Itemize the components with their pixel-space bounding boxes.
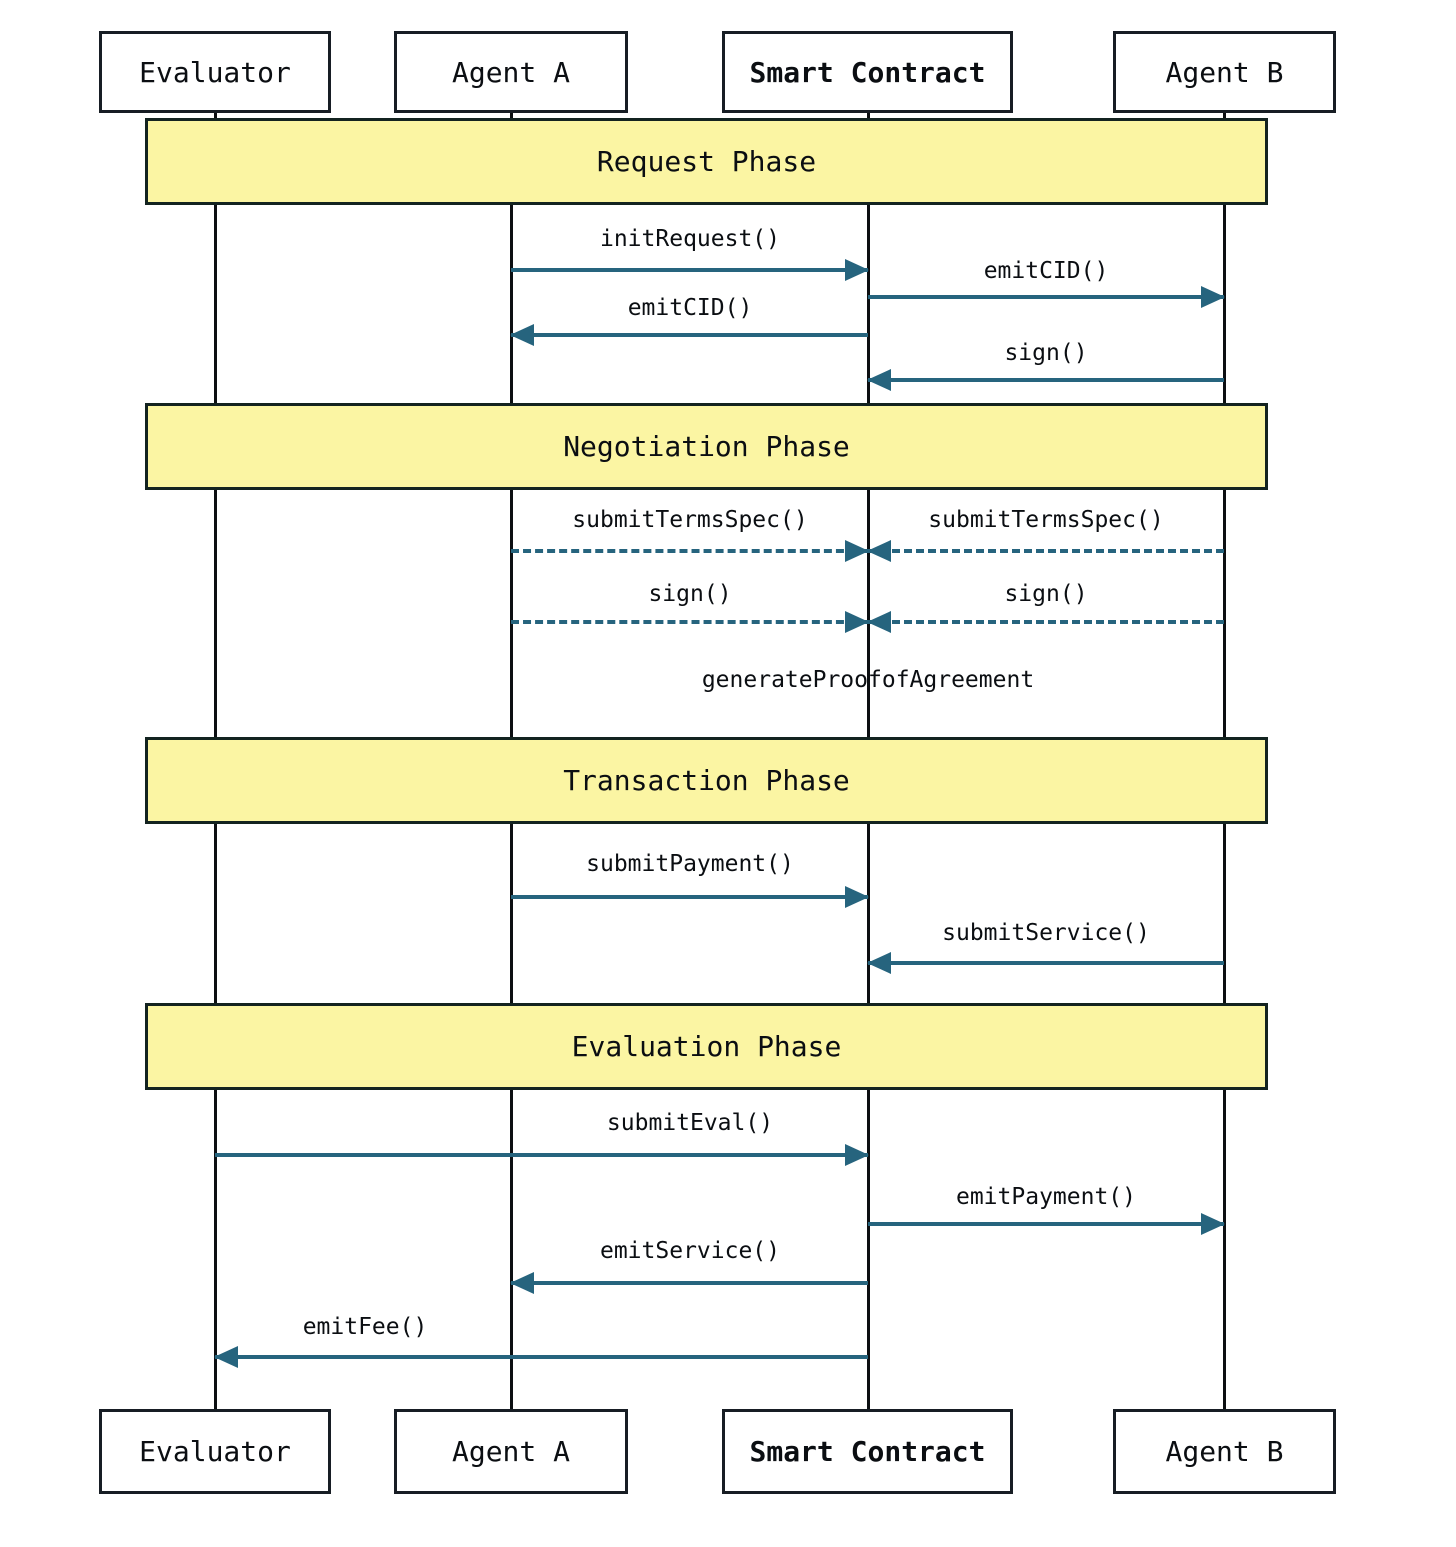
message-label-sign-negotiation-a: sign() xyxy=(648,581,732,607)
message-arrow-initrequest xyxy=(511,259,869,281)
phase-label: Transaction Phase xyxy=(563,764,850,797)
message-label-sign-request: sign() xyxy=(1004,340,1088,366)
actor-box-smart-contract-top: Smart Contract xyxy=(722,31,1013,113)
message-label-sign-negotiation-b: sign() xyxy=(1004,581,1088,607)
arrow-line xyxy=(868,961,1224,965)
arrow-line xyxy=(511,549,868,553)
message-label-emitcid-to-b: emitCID() xyxy=(983,258,1109,284)
message-arrow-submitservice xyxy=(867,952,1224,974)
actor-box-agent-b-top: Agent B xyxy=(1113,31,1336,113)
arrow-line xyxy=(511,268,868,272)
message-label-submittermsspec-a: submitTermsSpec() xyxy=(572,507,808,533)
message-label-initrequest: initRequest() xyxy=(599,226,780,252)
message-arrow-emitfee xyxy=(214,1346,868,1368)
arrowhead-left-icon xyxy=(867,611,891,633)
arrowhead-right-icon xyxy=(1201,1213,1225,1235)
arrow-line xyxy=(511,620,868,624)
arrow-line xyxy=(215,1355,868,1359)
actor-label: Agent A xyxy=(451,1435,570,1468)
arrowhead-left-icon xyxy=(867,540,891,562)
arrowhead-right-icon xyxy=(845,1144,869,1166)
phase-label: Evaluation Phase xyxy=(571,1030,842,1063)
arrowhead-left-icon xyxy=(510,324,534,346)
message-arrow-submittermsspec-a xyxy=(511,540,869,562)
message-label-submitpayment: submitPayment() xyxy=(586,851,794,877)
message-arrow-sign-request xyxy=(867,369,1224,391)
phase-band-transaction: Transaction Phase xyxy=(145,737,1268,824)
arrowhead-left-icon xyxy=(510,1272,534,1294)
actor-label: Agent B xyxy=(1165,55,1284,89)
actor-label: Smart Contract xyxy=(749,55,986,89)
message-label-submiteval: submitEval() xyxy=(606,1110,774,1136)
actor-label: Smart Contract xyxy=(749,1435,986,1468)
arrowhead-left-icon xyxy=(214,1346,238,1368)
actor-box-agent-a-bottom: Agent A xyxy=(394,1409,628,1494)
message-arrow-submitpayment xyxy=(511,886,869,908)
arrow-line xyxy=(868,549,1224,553)
arrowhead-right-icon xyxy=(845,611,869,633)
phase-band-request: Request Phase xyxy=(145,118,1268,205)
phase-label: Negotiation Phase xyxy=(563,430,850,463)
message-label-emitpayment: emitPayment() xyxy=(955,1184,1136,1210)
message-label-submittermsspec-b: submitTermsSpec() xyxy=(928,507,1164,533)
actor-box-agent-b-bottom: Agent B xyxy=(1113,1409,1336,1494)
actor-label: Evaluator xyxy=(139,1435,291,1468)
message-arrow-emitcid-to-a xyxy=(510,324,868,346)
self-action-label: generateProofofAgreement xyxy=(701,667,1035,693)
arrow-line xyxy=(868,378,1224,382)
message-arrow-sign-negotiation-a xyxy=(511,611,869,633)
message-arrow-submiteval xyxy=(215,1144,869,1166)
message-label-emitcid-to-a: emitCID() xyxy=(627,295,753,321)
arrowhead-right-icon xyxy=(845,259,869,281)
actor-box-evaluator-bottom: Evaluator xyxy=(99,1409,331,1494)
arrow-line xyxy=(511,333,868,337)
arrow-line xyxy=(511,1281,868,1285)
phase-label: Request Phase xyxy=(596,145,817,178)
arrow-line xyxy=(215,1153,868,1157)
arrowhead-left-icon xyxy=(867,952,891,974)
message-label-submitservice: submitService() xyxy=(942,920,1150,946)
message-label-emitfee: emitFee() xyxy=(302,1314,428,1340)
message-arrow-emitservice xyxy=(510,1272,868,1294)
message-label-emitservice: emitService() xyxy=(599,1238,780,1264)
message-arrow-sign-negotiation-b xyxy=(867,611,1224,633)
actor-label: Agent A xyxy=(451,55,570,89)
arrow-line xyxy=(868,1222,1224,1226)
arrowhead-right-icon xyxy=(845,540,869,562)
arrowhead-right-icon xyxy=(845,886,869,908)
arrow-line xyxy=(868,295,1224,299)
actor-box-evaluator-top: Evaluator xyxy=(99,31,331,113)
arrowhead-left-icon xyxy=(867,369,891,391)
actor-label: Evaluator xyxy=(139,55,291,89)
message-arrow-emitcid-to-b xyxy=(868,286,1225,308)
arrowhead-right-icon xyxy=(1201,286,1225,308)
actor-box-smart-contract-bottom: Smart Contract xyxy=(722,1409,1013,1494)
phase-band-negotiation: Negotiation Phase xyxy=(145,403,1268,490)
actor-box-agent-a-top: Agent A xyxy=(394,31,628,113)
message-arrow-submittermsspec-b xyxy=(867,540,1224,562)
phase-band-evaluation: Evaluation Phase xyxy=(145,1003,1268,1090)
actor-label: Agent B xyxy=(1165,1435,1284,1468)
arrow-line xyxy=(511,895,868,899)
message-arrow-emitpayment xyxy=(868,1213,1225,1235)
arrow-line xyxy=(868,620,1224,624)
